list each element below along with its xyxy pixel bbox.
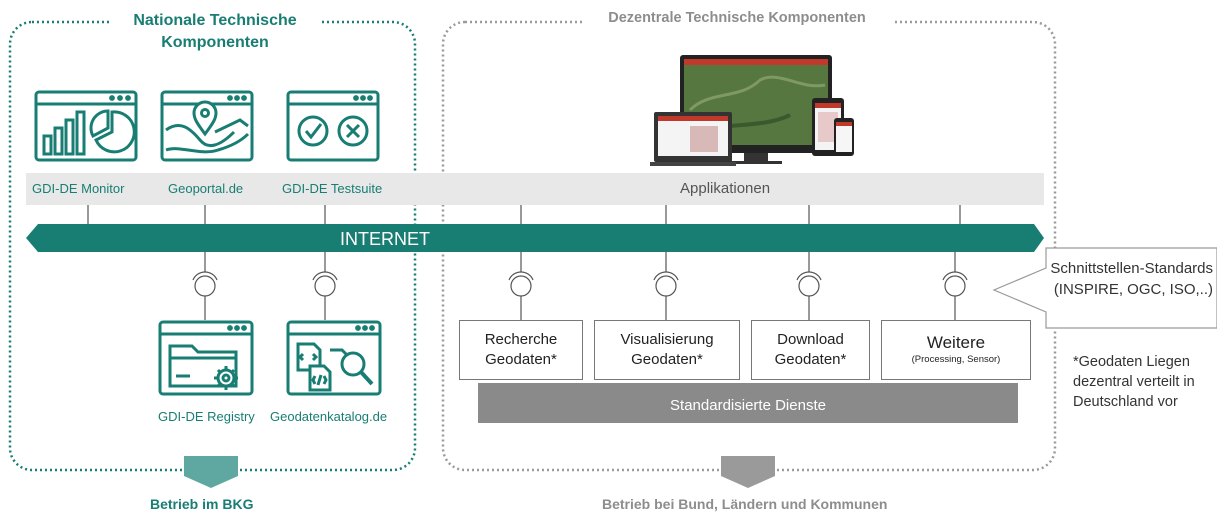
socket-recherche — [508, 252, 534, 320]
map-pin-icon — [160, 90, 254, 162]
applications-label: Applikationen — [680, 180, 771, 197]
socket-katalog — [312, 252, 338, 320]
service-box-recherche: Recherche Geodaten* — [459, 320, 583, 380]
document-search-icon — [286, 320, 382, 396]
national-footer: Betrieb im BKG — [150, 496, 254, 512]
tool-label-monitor: GDI-DE Monitor — [32, 181, 125, 196]
national-footer-chevron — [184, 456, 238, 488]
tool-label-geoportal: Geoportal.de — [168, 181, 244, 196]
tool-label-katalog: Geodatenkatalog.de — [270, 409, 388, 424]
standards-callout-shape — [992, 247, 1217, 329]
applications-band — [26, 173, 1044, 205]
upper-connectors — [87, 205, 961, 224]
service-box-weitere: Weitere (Processing, Sensor) — [881, 320, 1031, 380]
tool-label-registry: GDI-DE Registry — [158, 409, 255, 424]
national-group-title: Nationale Technische Komponenten — [110, 10, 320, 54]
service-box-visualisierung: Visualisierung Geodaten* — [594, 320, 740, 380]
socket-download — [796, 252, 822, 320]
dezentral-footer: Betrieb bei Bund, Ländern und Kommunen — [602, 496, 888, 512]
dezentral-group-title: Dezentrale Technische Komponenten — [582, 10, 892, 26]
service-download-line2: Geodaten* — [774, 351, 847, 368]
service-visualisierung-line2: Geodaten* — [631, 351, 703, 368]
standard-services-bar — [478, 383, 1018, 423]
service-box-download: Download Geodaten* — [751, 320, 870, 380]
service-weitere-line1: Weitere — [926, 333, 986, 352]
socket-registry — [192, 252, 218, 320]
decentral-note: *Geodaten Liegen dezentral verteilt in D… — [1073, 354, 1195, 410]
standards-callout-text: Schnittstellen-Standards (INSPIRE, OGC, … — [1050, 260, 1213, 298]
socket-weitere — [942, 252, 968, 320]
dezentral-footer-chevron — [721, 456, 775, 488]
folder-gear-icon — [158, 320, 254, 396]
internet-bar — [26, 224, 1044, 252]
service-recherche-line2: Geodaten* — [485, 351, 557, 368]
service-download-line1: Download — [777, 331, 844, 348]
lower-connectors — [192, 252, 968, 320]
internet-label: INTERNET — [340, 229, 430, 249]
devices-icon — [650, 55, 854, 166]
service-weitere-line2: (Processing, Sensor) — [911, 354, 1001, 365]
socket-visualisierung — [653, 252, 679, 320]
monitor-dashboard-icon — [34, 90, 138, 162]
standard-services-label: Standardisierte Dienste — [670, 397, 826, 414]
tool-label-testsuite: GDI-DE Testsuite — [282, 181, 383, 196]
service-visualisierung-line1: Visualisierung — [620, 331, 714, 348]
service-recherche-line1: Recherche — [484, 331, 558, 348]
check-cross-icon — [286, 90, 380, 162]
